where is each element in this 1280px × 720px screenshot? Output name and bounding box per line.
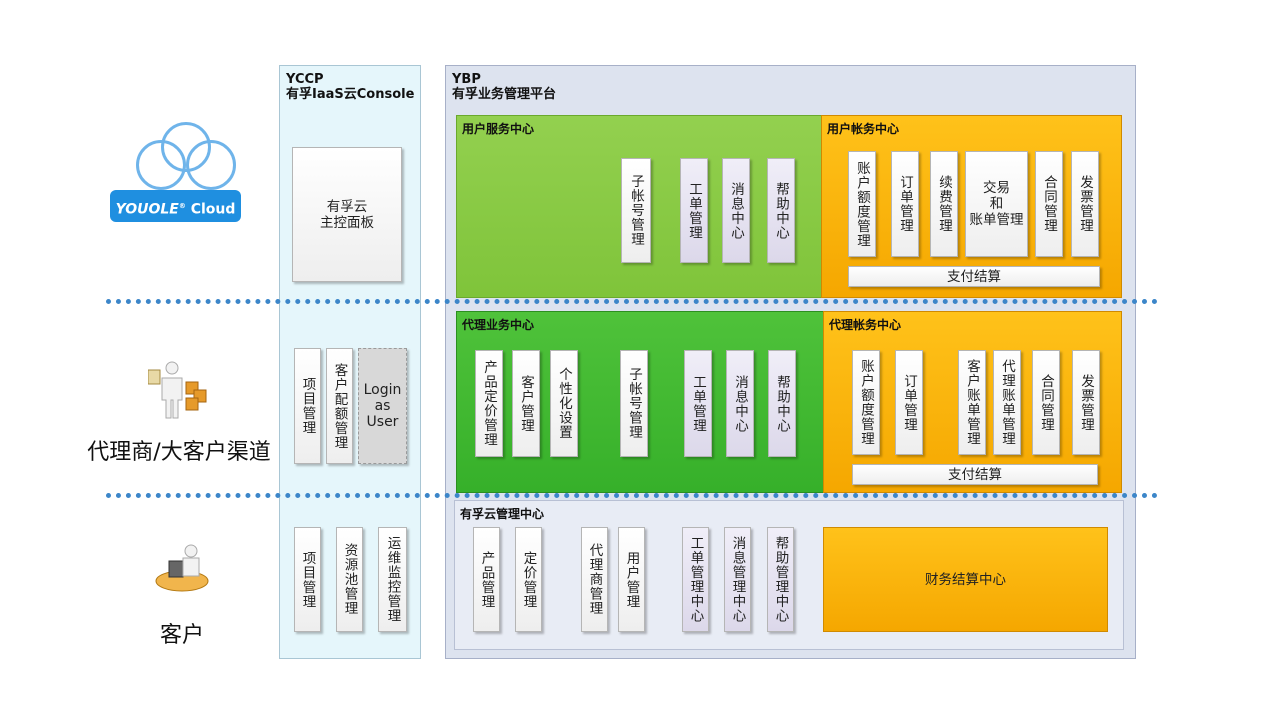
- user-renew-box[interactable]: 续费管理: [930, 151, 958, 257]
- finance-center-box[interactable]: 财务结算中心: [823, 527, 1108, 632]
- mgmt-ticket-box[interactable]: 工单管理中心: [682, 527, 709, 632]
- agent-personalize-box[interactable]: 个性化设置: [550, 350, 578, 457]
- agent-invoice-box[interactable]: 发票管理: [1072, 350, 1100, 455]
- user-ticket-box[interactable]: 工单管理: [680, 158, 708, 263]
- agent-service-title: 代理业务中心: [462, 318, 535, 332]
- ybp-title: YBP 有孚业务管理平台: [452, 72, 556, 102]
- yccp-ops-monitor-box[interactable]: 运维监控管理: [378, 527, 407, 632]
- mgmt-user-box[interactable]: 用户管理: [618, 527, 645, 632]
- agent-channel-label: 代理商/大客户渠道: [87, 440, 271, 465]
- yccp-title-line1: YCCP: [286, 72, 324, 87]
- user-service-title: 用户服务中心: [462, 122, 535, 136]
- mgmt-agent-box[interactable]: 代理商管理: [581, 527, 608, 632]
- agent-payment-box[interactable]: 支付结算: [852, 464, 1098, 485]
- ybp-title-line2: 有孚业务管理平台: [452, 87, 557, 102]
- separator-line-bottom: [106, 493, 1158, 498]
- user-message-box[interactable]: 消息中心: [722, 158, 750, 263]
- separator-line-top: [106, 299, 1158, 304]
- agent-ticket-box[interactable]: 工单管理: [684, 350, 712, 457]
- login-as-user-box[interactable]: Login as User: [358, 348, 407, 464]
- yccp-title-line2: 有孚IaaS云Console: [286, 87, 415, 102]
- customer-workstation-icon: [155, 544, 209, 592]
- user-quota-box[interactable]: 账户额度管理: [848, 151, 876, 257]
- logo-ring-icon: [186, 140, 236, 190]
- user-payment-box[interactable]: 支付结算: [848, 266, 1100, 287]
- yccp-project-manage-box[interactable]: 项目管理: [294, 348, 321, 464]
- agent-customer-bill-box[interactable]: 客户账单管理: [958, 350, 986, 455]
- agent-customer-box[interactable]: 客户管理: [512, 350, 540, 457]
- logo-suffix: Cloud: [190, 201, 236, 218]
- yccp-resource-pool-box[interactable]: 资源池管理: [336, 527, 363, 632]
- logo-badge: YOUOLE® Cloud: [110, 190, 241, 222]
- agent-quota-box[interactable]: 账户额度管理: [852, 350, 880, 455]
- ybp-title-line1: YBP: [452, 72, 481, 87]
- user-billing-box[interactable]: 交易 和 账单管理: [965, 151, 1028, 257]
- user-sub-account-box[interactable]: 子帐号管理: [621, 158, 651, 263]
- agent-account-title: 代理帐务中心: [829, 318, 902, 332]
- agent-pricing-box[interactable]: 产品定价管理: [475, 350, 503, 457]
- mgmt-pricing-box[interactable]: 定价管理: [515, 527, 542, 632]
- agent-help-box[interactable]: 帮助中心: [768, 350, 796, 457]
- dashboard-box[interactable]: 有孚云 主控面板: [292, 147, 402, 282]
- user-account-title: 用户帐务中心: [827, 122, 900, 136]
- yccp-title: YCCP 有孚IaaS云Console: [286, 72, 414, 102]
- user-order-box[interactable]: 订单管理: [891, 151, 919, 257]
- user-invoice-box[interactable]: 发票管理: [1071, 151, 1099, 257]
- logo-text: YOUOLE: [115, 201, 179, 218]
- yccp-cust-project-box[interactable]: 项目管理: [294, 527, 321, 632]
- logo-ring-icon: [136, 140, 186, 190]
- agent-contract-box[interactable]: 合同管理: [1032, 350, 1060, 455]
- logo-reg: ®: [178, 202, 186, 210]
- customer-label: 客户: [159, 623, 204, 648]
- mgmt-title: 有孚云管理中心: [460, 507, 545, 521]
- agent-person-icon: [148, 361, 207, 419]
- agent-order-box[interactable]: 订单管理: [895, 350, 923, 455]
- yccp-customer-quota-box[interactable]: 客户配额管理: [326, 348, 353, 464]
- mgmt-product-box[interactable]: 产品管理: [473, 527, 500, 632]
- agent-sub-account-box[interactable]: 子帐号管理: [620, 350, 648, 457]
- user-contract-box[interactable]: 合同管理: [1035, 151, 1063, 257]
- agent-message-box[interactable]: 消息中心: [726, 350, 754, 457]
- mgmt-message-box[interactable]: 消息管理中心: [724, 527, 751, 632]
- user-help-box[interactable]: 帮助中心: [767, 158, 795, 263]
- mgmt-help-box[interactable]: 帮助管理中心: [767, 527, 794, 632]
- agent-agent-bill-box[interactable]: 代理账单管理: [993, 350, 1021, 455]
